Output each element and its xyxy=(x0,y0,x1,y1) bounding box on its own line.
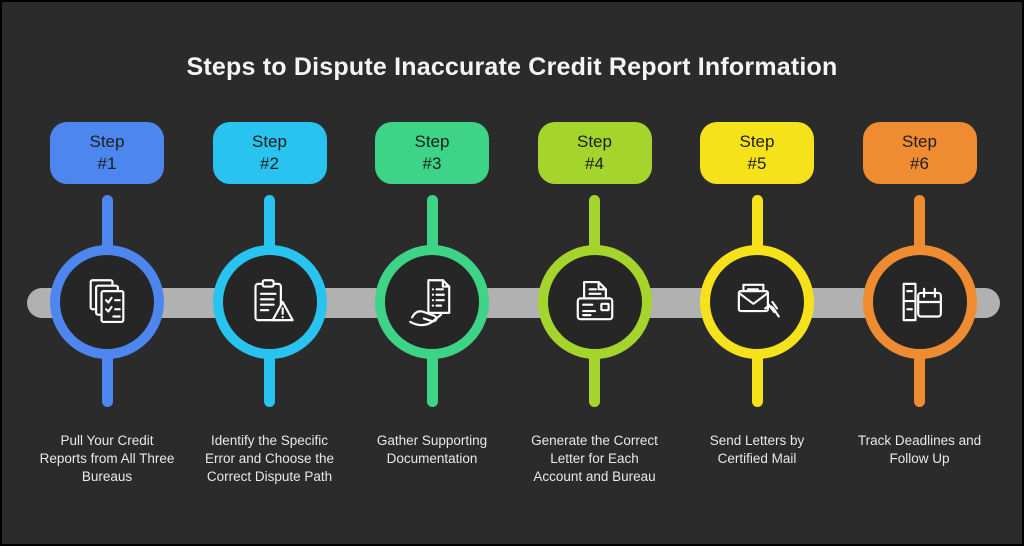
clipboard-warning-icon xyxy=(241,273,299,331)
step-badge: Step #1 xyxy=(50,122,164,184)
step-label: Send Letters by Certified Mail xyxy=(709,433,805,466)
page-title: Steps to Dispute Inaccurate Credit Repor… xyxy=(186,53,838,81)
step-circle xyxy=(700,245,814,359)
step-badge-number: #4 xyxy=(585,154,604,173)
step-badge-word: Step xyxy=(902,132,937,151)
deadline-calendar-icon xyxy=(891,273,949,331)
step-circle xyxy=(375,245,489,359)
documents-checklist-icon xyxy=(78,273,136,331)
step-column: Step #3 Gather Supporting Documentation xyxy=(351,2,513,544)
step-badge: Step #5 xyxy=(700,122,814,184)
step-circle xyxy=(862,245,977,359)
step-badge-word: Step xyxy=(252,132,287,151)
step-badge: Step #6 xyxy=(862,122,977,184)
step-badge-word: Step xyxy=(414,132,450,151)
step-column: Step #1 Pull Your Credit Reports from Al… xyxy=(26,2,188,544)
step-badge: Step #4 xyxy=(537,122,652,184)
step-badge-number: #5 xyxy=(747,154,767,173)
step-badge-word: Step xyxy=(739,132,775,151)
step-label: Gather Supporting Documentation xyxy=(376,433,488,466)
step-circle xyxy=(212,245,327,359)
step-column: Step #6 Track Deadlines and Follow Up xyxy=(839,2,1001,544)
timeline-bar xyxy=(27,288,1000,318)
step-badge: Step #2 xyxy=(212,122,327,184)
step-column: Step #5 Send Letters by Certified Mail xyxy=(676,2,838,544)
step-badge-word: Step xyxy=(89,132,125,151)
step-badge-number: #6 xyxy=(910,154,929,173)
step-badge-number: #1 xyxy=(97,154,117,173)
step-label: Generate the Correct Letter for Each Acc… xyxy=(531,433,658,484)
step-badge: Step #3 xyxy=(375,122,489,184)
step-badge-number: #2 xyxy=(260,154,279,173)
step-badge-word: Step xyxy=(577,132,612,151)
step-label: Track Deadlines and Follow Up xyxy=(857,433,982,466)
hand-document-icon xyxy=(403,273,461,331)
step-column: Step #2 Identify the Specific Error and … xyxy=(189,2,351,544)
step-circle xyxy=(50,245,164,359)
envelope-hand-icon xyxy=(728,273,786,331)
step-label: Pull Your Credit Reports from All Three … xyxy=(39,433,175,484)
step-circle xyxy=(537,245,652,359)
step-column: Step #4 Generate the Correct Letter for … xyxy=(514,2,676,544)
step-badge-number: #3 xyxy=(422,154,442,173)
printer-letter-icon xyxy=(566,273,624,331)
step-label: Identify the Specific Error and Choose t… xyxy=(204,433,335,484)
